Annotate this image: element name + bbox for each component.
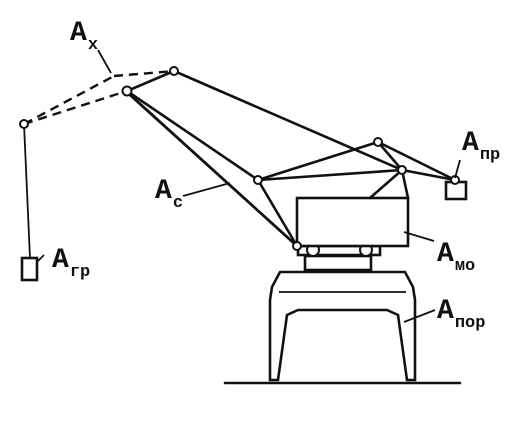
- hoist: [20, 123, 39, 282]
- label-counterweight: Aпр: [462, 128, 500, 165]
- label-load: Aгр: [52, 245, 90, 282]
- joints: [19, 66, 460, 251]
- boom: [124, 89, 299, 248]
- portal: [268, 270, 417, 382]
- label-counterweight-system: Ax: [70, 18, 98, 55]
- load-block: [20, 256, 39, 282]
- leader-lines: [36, 49, 461, 323]
- label-portal: Aпор: [437, 296, 485, 333]
- jib: [23, 69, 176, 126]
- label-machinery: Aмо: [437, 239, 475, 276]
- slewing-support: [296, 243, 382, 272]
- machinery-house: [295, 196, 410, 248]
- tie-rods: [125, 69, 457, 200]
- label-boom: Ac: [155, 176, 183, 213]
